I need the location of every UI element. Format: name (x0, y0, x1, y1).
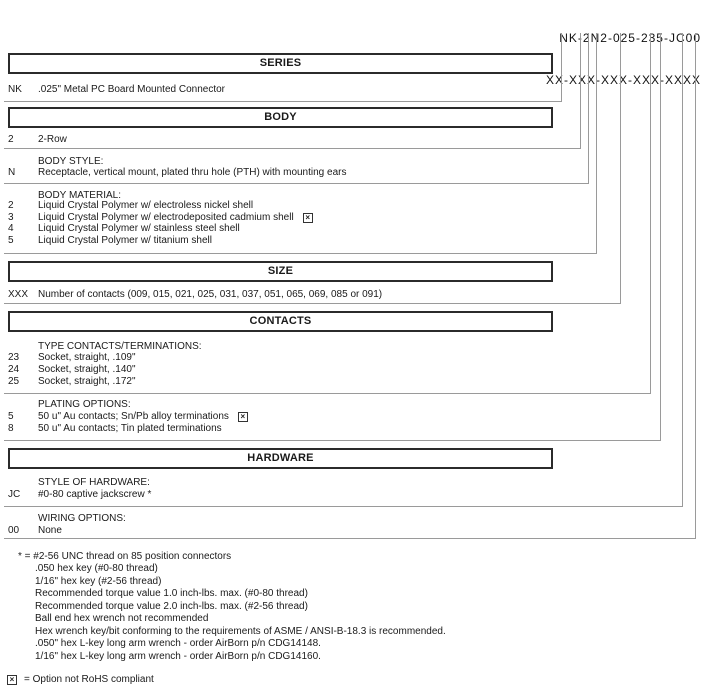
part-number: NK-2N2-025-235-JC00 (559, 31, 701, 45)
connector-size-line (4, 33, 621, 304)
not-rohs-icon: × (302, 213, 313, 223)
size-desc: Number of contacts (009, 015, 021, 025, … (38, 289, 383, 300)
part-number-pattern: XX-XXX-XXX-XXX-XXXX (545, 73, 701, 87)
contact-type-code: 24 (8, 364, 20, 375)
not-rohs-icon: × (237, 412, 248, 422)
contact-type-desc: Socket, straight, .140" (38, 364, 136, 375)
series-header-box: SERIES (8, 53, 553, 74)
body-style-code: N (8, 167, 16, 178)
body-row-desc: 2-Row (38, 134, 67, 145)
footnote-line: Recommended torque value 1.0 inch-lbs. m… (35, 588, 308, 599)
connector-body-row-line (4, 33, 581, 149)
footnote-line: 1/16" hex L-key long arm wrench - order … (35, 651, 321, 662)
contact-type-code: 25 (8, 376, 20, 387)
body-material-code: 3 (8, 212, 14, 223)
hardware-style-code: JC (8, 489, 21, 500)
body-header-label: BODY (264, 111, 297, 123)
contact-type-code: 23 (8, 352, 20, 363)
wiring-desc: None (38, 525, 62, 536)
size-header-label: SIZE (267, 265, 294, 277)
footnote-line: Recommended torque value 2.0 inch-lbs. m… (35, 601, 308, 612)
body-material-desc: Liquid Crystal Polymer w/ titanium shell (38, 235, 212, 246)
connector-series-line (4, 33, 562, 102)
plating-desc: 50 u" Au contacts; Tin plated terminatio… (38, 423, 222, 434)
plating-code: 8 (8, 423, 14, 434)
not-rohs-icon: × (7, 675, 17, 685)
footnote-line: Ball end hex wrench not recommended (35, 613, 209, 624)
body-material-code: 5 (8, 235, 14, 246)
body-material-desc: Liquid Crystal Polymer w/ electrodeposit… (38, 212, 313, 223)
body-material-code: 4 (8, 223, 14, 234)
footnote-line: * = #2-56 UNC thread on 85 position conn… (18, 551, 232, 562)
footnote-line: .050 hex key (#0-80 thread) (35, 563, 158, 574)
contact-type-title: TYPE CONTACTS/TERMINATIONS: (38, 341, 202, 352)
plating-title: PLATING OPTIONS: (38, 399, 131, 410)
plating-desc: 50 u" Au contacts; Sn/Pb alloy terminati… (38, 411, 248, 422)
footnote-line: 1/16" hex key (#2-56 thread) (35, 576, 162, 587)
size-code: XXX (8, 289, 29, 300)
wiring-title: WIRING OPTIONS: (38, 513, 126, 524)
contacts-header-label: CONTACTS (249, 315, 312, 327)
contacts-header-box: CONTACTS (8, 311, 553, 332)
rohs-legend: × = Option not RoHS compliant (7, 674, 154, 685)
body-style-title: BODY STYLE: (38, 156, 104, 167)
body-row-code: 2 (8, 134, 14, 145)
contact-type-desc: Socket, straight, .109" (38, 352, 136, 363)
contact-type-desc: Socket, straight, .172" (38, 376, 136, 387)
series-desc: .025" Metal PC Board Mounted Connector (38, 84, 225, 95)
wiring-code: 00 (8, 525, 20, 536)
size-header-box: SIZE (8, 261, 553, 282)
connector-body-style-line (4, 33, 589, 184)
rohs-legend-text: = Option not RoHS compliant (24, 674, 154, 685)
body-material-title: BODY MATERIAL: (38, 190, 121, 201)
body-style-desc: Receptacle, vertical mount, plated thru … (38, 167, 347, 178)
body-header-box: BODY (8, 107, 553, 128)
footnote-line: .050" hex L-key long arm wrench - order … (35, 638, 321, 649)
footnote-line: Hex wrench key/bit conforming to the req… (35, 626, 446, 637)
hardware-header-box: HARDWARE (8, 448, 553, 469)
connector-body-material-line (4, 33, 597, 254)
connector-plating-line (4, 33, 661, 441)
part-number-block: NK-2N2-025-235-JC00 XX-XXX-XXX-XXX-XXXX (546, 3, 701, 115)
body-material-desc: Liquid Crystal Polymer w/ stainless stee… (38, 223, 240, 234)
connector-wiring-line (4, 33, 696, 539)
series-header-label: SERIES (259, 57, 302, 69)
body-material-code: 2 (8, 200, 14, 211)
connector-hardware-style-line (4, 33, 683, 507)
hardware-style-desc: #0-80 captive jackscrew * (38, 489, 152, 500)
series-code: NK (8, 84, 22, 95)
body-material-desc: Liquid Crystal Polymer w/ electroless ni… (38, 200, 254, 211)
connector-contact-type-line (4, 33, 651, 394)
plating-code: 5 (8, 411, 14, 422)
hardware-style-title: STYLE OF HARDWARE: (38, 477, 150, 488)
hardware-header-label: HARDWARE (247, 452, 314, 464)
